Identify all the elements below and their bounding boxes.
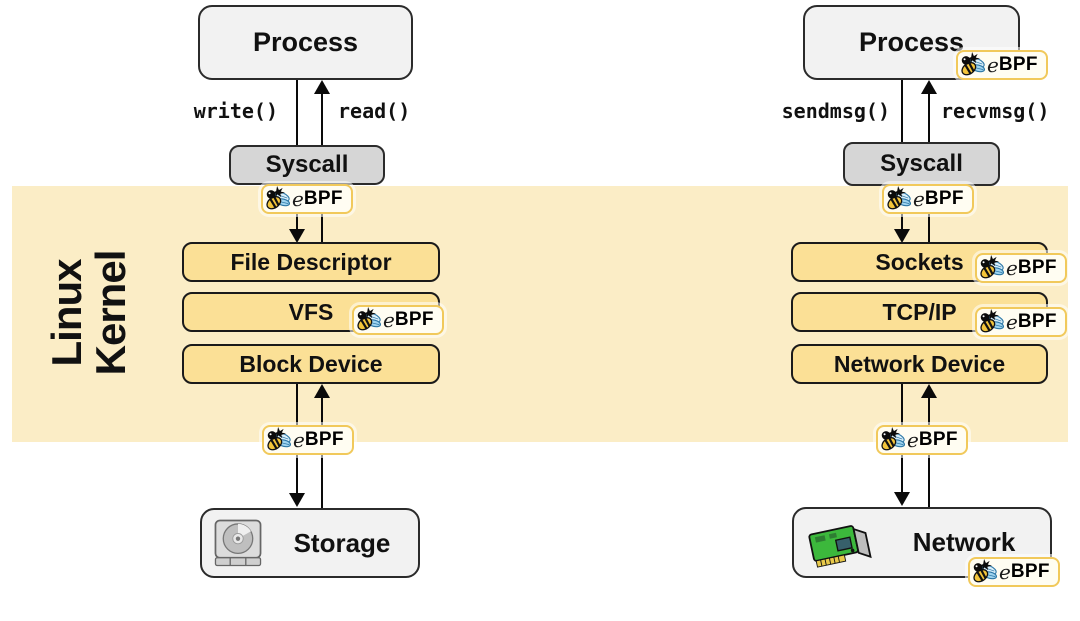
arrowhead-up-netdev-icon xyxy=(921,384,937,398)
ebpf-label-bpf: BPF xyxy=(918,429,958,450)
network-label: Network xyxy=(912,527,1016,557)
ebpf-bee-icon xyxy=(356,307,382,333)
arrowhead-recvmsg-up-icon xyxy=(921,80,937,94)
arrowhead-down-fd-icon xyxy=(289,229,305,243)
kernel-label-line2: Kernel xyxy=(87,250,134,376)
ebpf-bee-icon xyxy=(266,427,292,453)
ebpf-label-bpf: BPF xyxy=(1017,311,1057,332)
layer-box-file-descriptor: File Descriptor xyxy=(182,242,440,282)
layer-label-sockets: Sockets xyxy=(875,248,964,275)
arrowhead-down-storage-icon xyxy=(289,493,305,507)
ebpf-bee-icon xyxy=(972,559,998,585)
ebpf-label-bpf: BPF xyxy=(924,188,964,209)
process-label-left: Process xyxy=(252,27,359,57)
arrow-line-syscall-to-sockets xyxy=(901,214,903,230)
arrow-line-read-up xyxy=(321,93,323,145)
ebpf-bee-icon xyxy=(265,186,291,212)
write-syscall-label: write() xyxy=(193,99,278,123)
process-box-left: Process xyxy=(198,5,413,80)
arrowhead-down-network-icon xyxy=(894,492,910,506)
storage-label: Storage xyxy=(293,527,391,558)
ebpf-label-bpf: BPF xyxy=(998,54,1038,75)
arrow-line-fd-to-syscall xyxy=(321,214,323,242)
layer-label-file-descriptor: File Descriptor xyxy=(230,248,392,275)
ebpf-label-bpf: BPF xyxy=(394,309,434,330)
arrowhead-up-block-icon xyxy=(314,384,330,398)
syscall-label-right: Syscall xyxy=(880,150,963,177)
storage-box: Storage xyxy=(200,508,420,578)
ebpf-bee-icon xyxy=(886,186,912,212)
ebpf-label-bpf: BPF xyxy=(1010,561,1050,582)
syscall-label-left: Syscall xyxy=(265,151,349,178)
ebpf-label-e: e xyxy=(292,187,304,211)
arrow-line-write-down xyxy=(296,80,298,145)
arrowhead-down-sockets-icon xyxy=(894,229,910,243)
syscall-box-right: Syscall xyxy=(843,142,1000,186)
ebpf-bee-icon xyxy=(880,427,906,453)
layer-label-network-device: Network Device xyxy=(833,350,1006,377)
ebpf-bee-icon xyxy=(979,309,1005,335)
ebpf-label-e: e xyxy=(1006,310,1018,334)
ebpf-label-e: e xyxy=(1006,256,1018,280)
ebpf-label-e: e xyxy=(293,428,305,452)
layer-box-block-device: Block Device xyxy=(182,344,440,384)
ebpf-label-e: e xyxy=(383,308,395,332)
ebpf-label-bpf: BPF xyxy=(304,429,344,450)
read-syscall-label: read() xyxy=(338,99,411,123)
syscall-box-left: Syscall xyxy=(229,145,385,185)
arrow-line-recvmsg-up xyxy=(928,93,930,142)
ebpf-label-bpf: BPF xyxy=(1017,257,1057,278)
ebpf-label-bpf: BPF xyxy=(303,188,343,209)
arrow-line-sendmsg-down xyxy=(901,80,903,142)
linux-kernel-label: Linux Kernel xyxy=(42,208,134,418)
ebpf-label-e: e xyxy=(999,560,1011,584)
layer-label-block-device: Block Device xyxy=(239,350,383,377)
arrow-line-sockets-to-syscall xyxy=(928,214,930,242)
ebpf-label-e: e xyxy=(987,53,999,77)
arrowhead-read-up-icon xyxy=(314,80,330,94)
sendmsg-syscall-label: sendmsg() xyxy=(781,99,890,123)
ebpf-label-e: e xyxy=(907,428,919,452)
layer-label-vfs: VFS xyxy=(288,298,334,325)
kernel-label-line1: Linux xyxy=(42,259,90,367)
recvmsg-syscall-label: recvmsg() xyxy=(941,99,1050,123)
ebpf-bee-icon xyxy=(979,255,1005,281)
ebpf-label-e: e xyxy=(913,187,925,211)
arrow-line-syscall-to-fd xyxy=(296,214,298,230)
layer-label-tcpip: TCP/IP xyxy=(882,298,957,325)
network-card-icon xyxy=(804,516,876,570)
storage-disk-icon xyxy=(212,517,264,569)
ebpf-bee-icon xyxy=(960,52,986,78)
process-label-right: Process xyxy=(858,27,965,57)
layer-box-network-device: Network Device xyxy=(791,344,1048,384)
